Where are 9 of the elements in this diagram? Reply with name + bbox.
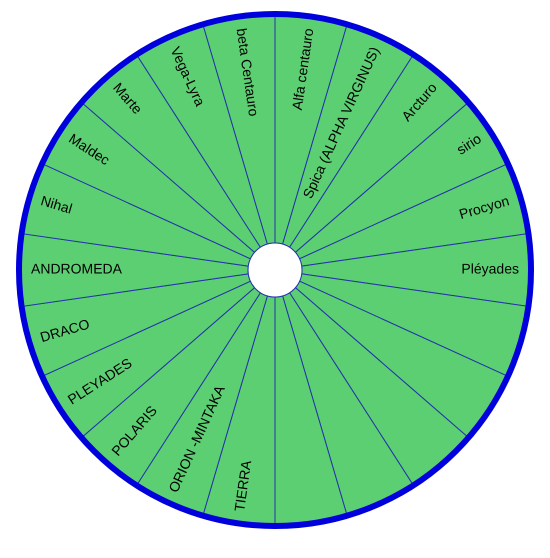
segment-label: Pléyades	[461, 260, 519, 277]
segment-label: Procyon	[457, 192, 511, 222]
segment-label: ANDROMEDA	[31, 260, 122, 277]
segment-label: sirio	[454, 130, 484, 158]
segment-label: Alfa centauro	[288, 27, 316, 112]
segment-label: TIERRA	[231, 459, 254, 512]
segment-label: beta Centauro	[234, 27, 262, 118]
segment-label: Nihal	[39, 192, 74, 217]
segment-label: DRACO	[38, 316, 92, 346]
